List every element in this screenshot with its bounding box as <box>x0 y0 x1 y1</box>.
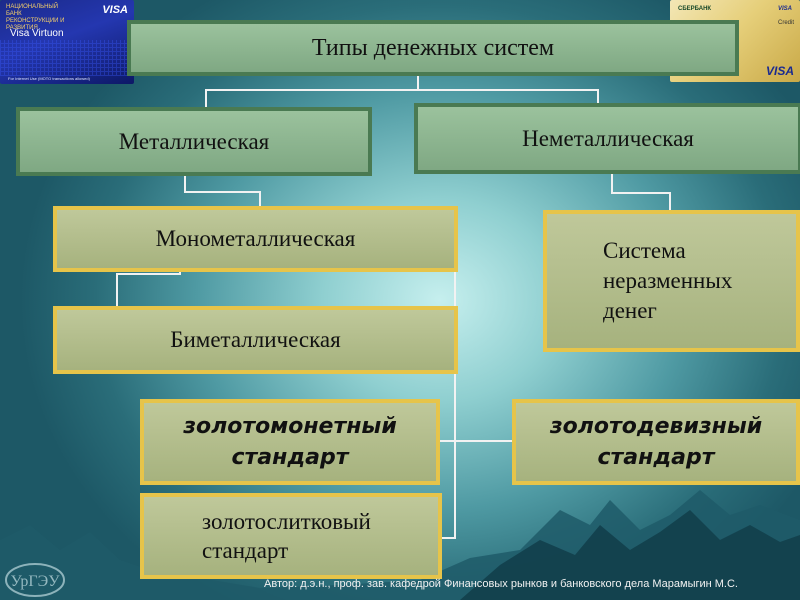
card-fine-print: For Internet Use (MOTO transactions allo… <box>8 76 90 81</box>
metallic-label: Металлическая <box>118 128 270 154</box>
card-bank-name: НАЦИОНАЛЬНЫЙ БАНК РЕКОНСТРУКЦИИ И РАЗВИТ… <box>6 4 65 31</box>
visa-virtuon-card-image: НАЦИОНАЛЬНЫЙ БАНК РЕКОНСТРУКЦИИ И РАЗВИТ… <box>0 0 134 84</box>
university-logo-icon: УрГЭУ <box>5 563 65 597</box>
gold-coin-line-2: стандарт <box>231 445 349 470</box>
diagram-title: Типы денежных систем <box>311 35 555 61</box>
bimetallic-label: Биметаллическая <box>170 327 341 352</box>
mountain-silhouette <box>0 490 800 600</box>
gold-bullion-line-1: золотослитковый <box>202 509 371 534</box>
monometallic-box: Монометаллическая <box>53 206 458 272</box>
gold-exchange-line-2: стандарт <box>597 445 715 470</box>
gold-coin-line-1: золотомонетный <box>183 414 397 439</box>
paper-money-line-3: денег <box>603 298 657 323</box>
metallic-box: Металлическая <box>16 107 372 176</box>
paper-money-system-label: Система неразменных денег <box>603 236 732 326</box>
card-pattern <box>0 40 134 76</box>
title-box: Типы денежных систем <box>127 20 739 76</box>
card-product-name: Visa Virtuon <box>10 28 64 39</box>
sberbank-logo: СБЕРБАНК <box>678 6 712 12</box>
gold-coin-standard-box: золотомонетный стандарт <box>140 399 440 485</box>
gold-bullion-standard-box: золотослитковый стандарт <box>140 493 442 579</box>
visa-logo: VISA <box>765 64 794 78</box>
gold-exchange-standard-label: золотодевизный стандарт <box>550 411 762 473</box>
credit-label: Credit <box>777 20 794 26</box>
gold-coin-standard-label: золотомонетный стандарт <box>183 411 396 473</box>
paper-money-line-1: Система <box>603 238 686 263</box>
gold-exchange-standard-box: золотодевизный стандарт <box>512 399 800 485</box>
gold-bullion-line-2: стандарт <box>202 538 289 563</box>
visa-logo-small: VISA <box>777 6 792 12</box>
bimetallic-box: Биметаллическая <box>53 306 458 374</box>
non-metallic-label: Неметаллическая <box>522 125 694 151</box>
logo-text: УрГЭУ <box>10 573 60 590</box>
non-metallic-box: Неметаллическая <box>414 103 800 174</box>
visa-logo: VISA <box>102 4 128 16</box>
author-footer: Автор: д.э.н., проф. зав. кафедрой Финан… <box>264 578 738 590</box>
monometallic-label: Монометаллическая <box>155 226 356 251</box>
paper-money-system-box: Система неразменных денег <box>543 210 800 352</box>
paper-money-line-2: неразменных <box>603 268 733 293</box>
gold-bullion-standard-label: золотослитковый стандарт <box>202 507 371 565</box>
gold-exchange-line-1: золотодевизный <box>549 414 763 439</box>
